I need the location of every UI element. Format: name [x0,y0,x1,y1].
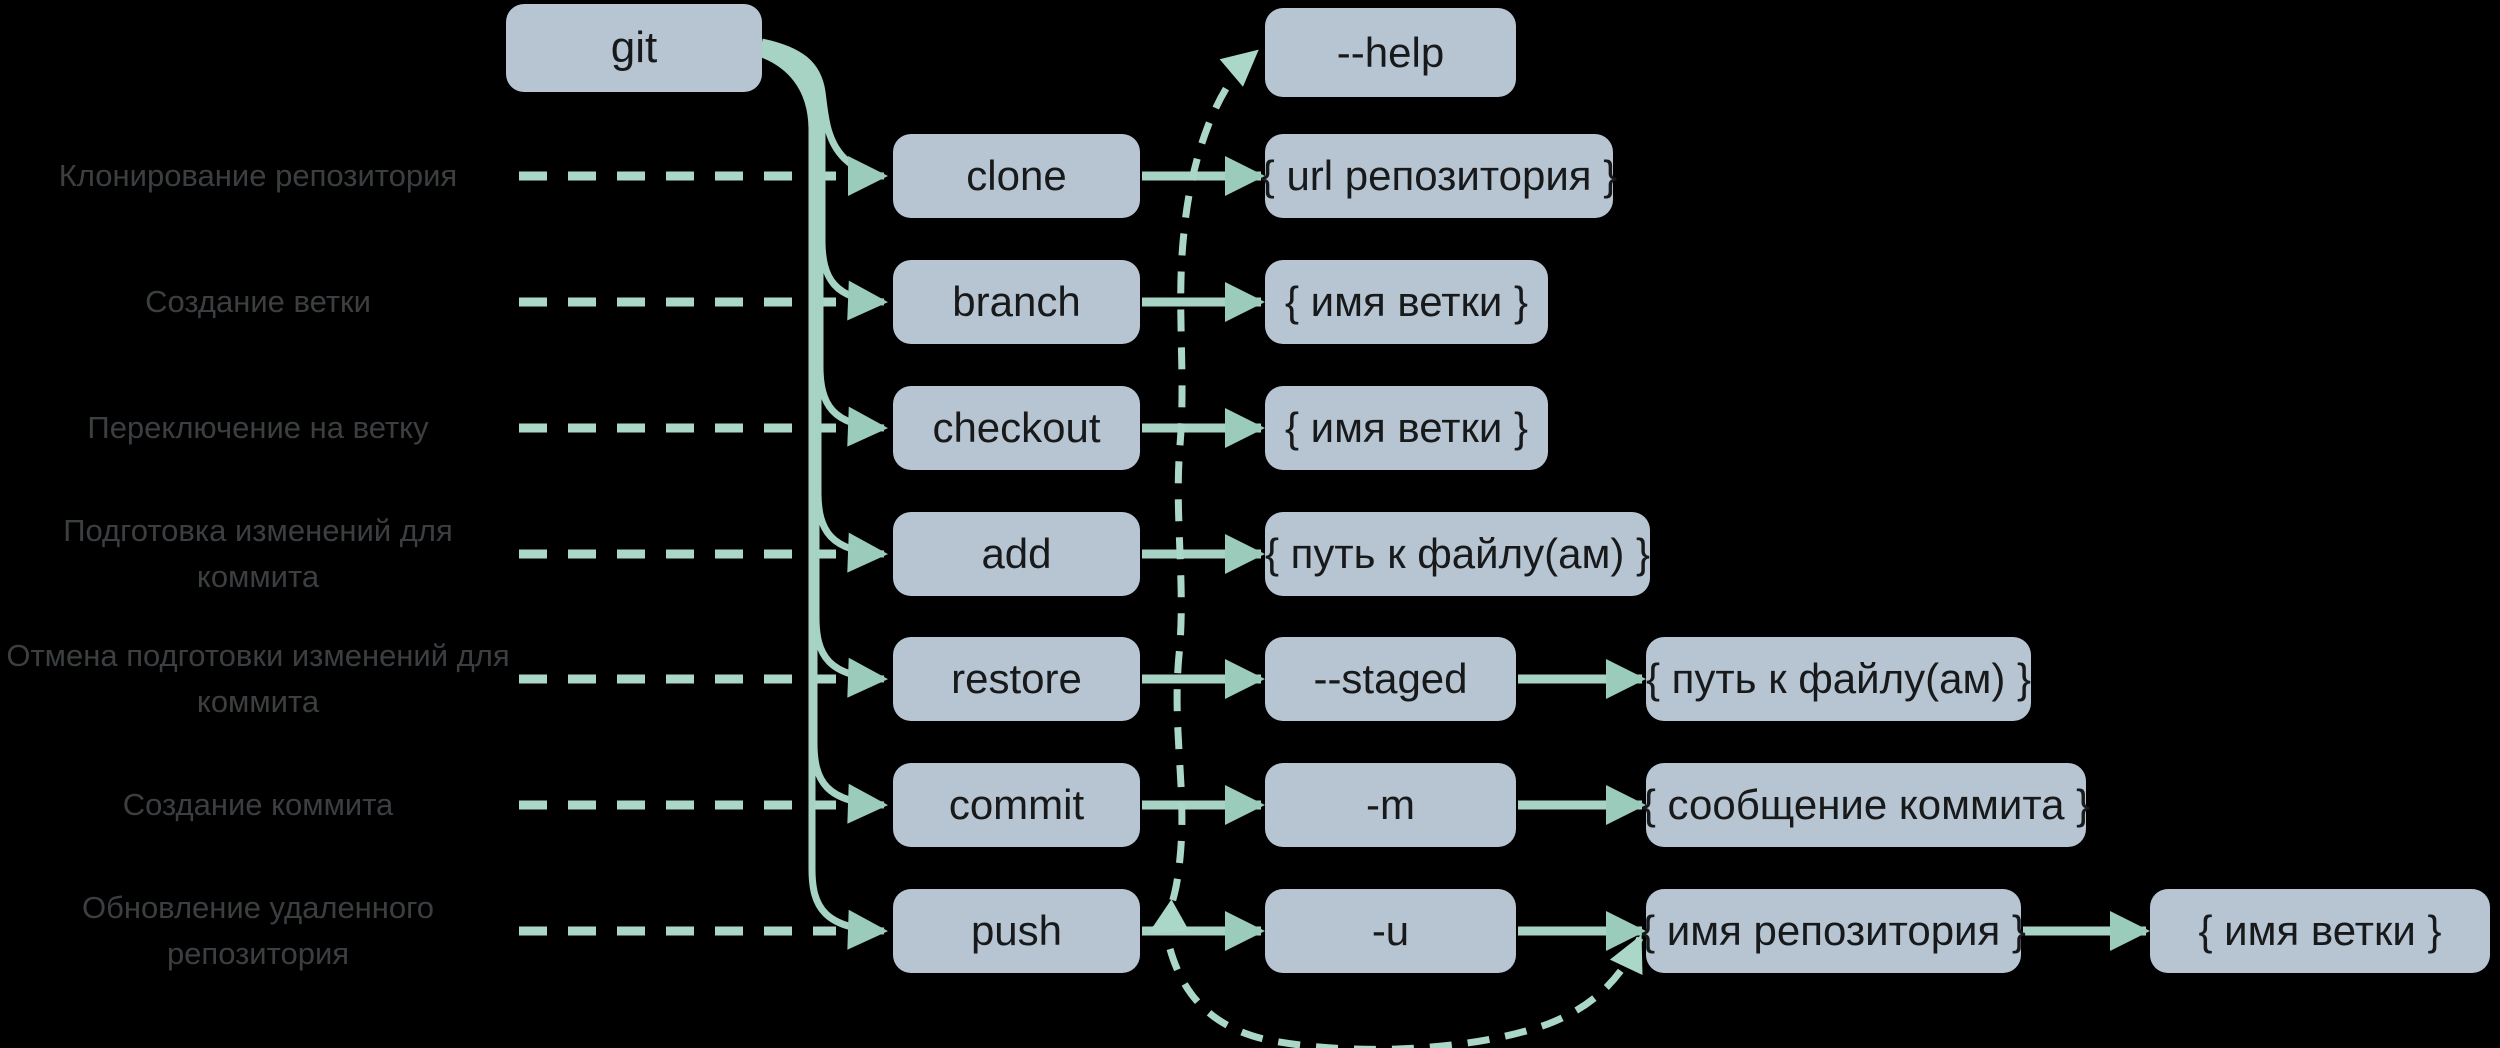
node-commit-m: -m [1265,763,1516,847]
task-label-branch: Создание ветки [145,284,371,319]
dashed-help-curve [1148,49,1259,935]
node-restore-path: { путь к файлу(ам) } [1646,637,2031,721]
git-curve-push [760,50,888,950]
node-push: push [893,889,1140,973]
node-help: --help [1265,8,1516,97]
node-add: add [893,512,1140,596]
task-label-restore: Отмена подготовки изменений для коммита [6,638,510,719]
node-commit: commit [893,763,1140,847]
node-git: git [506,4,762,92]
node-restore: restore [893,637,1140,721]
task-label-checkout: Переключение на ветку [87,410,429,445]
node-branch-name: { имя ветки } [1265,260,1548,344]
node-checkout: checkout [893,386,1140,470]
node-clone: clone [893,134,1140,218]
node-add-path: { путь к файлу(ам) } [1265,512,1650,596]
node-commit-message: { сообщение коммита } [1642,763,2090,847]
task-label-add: Подготовка изменений для коммита [63,513,453,594]
node-push-u: -u [1265,889,1516,973]
node-push-branchname: { имя ветки } [2150,889,2490,973]
git-curve-clone [761,38,888,196]
task-label-commit: Создание коммита [122,787,394,822]
node-clone-url: { url репозитория } [1261,134,1617,218]
node-push-repo: { имя репозитория } [1641,889,2026,973]
node-checkout-name: { имя ветки } [1265,386,1548,470]
task-label-push: Обновление удаленного репозитория [81,890,435,971]
node-restore-staged: --staged [1265,637,1516,721]
task-label-clone: Клонирование репозитория [58,158,458,193]
node-branch: branch [893,260,1140,344]
